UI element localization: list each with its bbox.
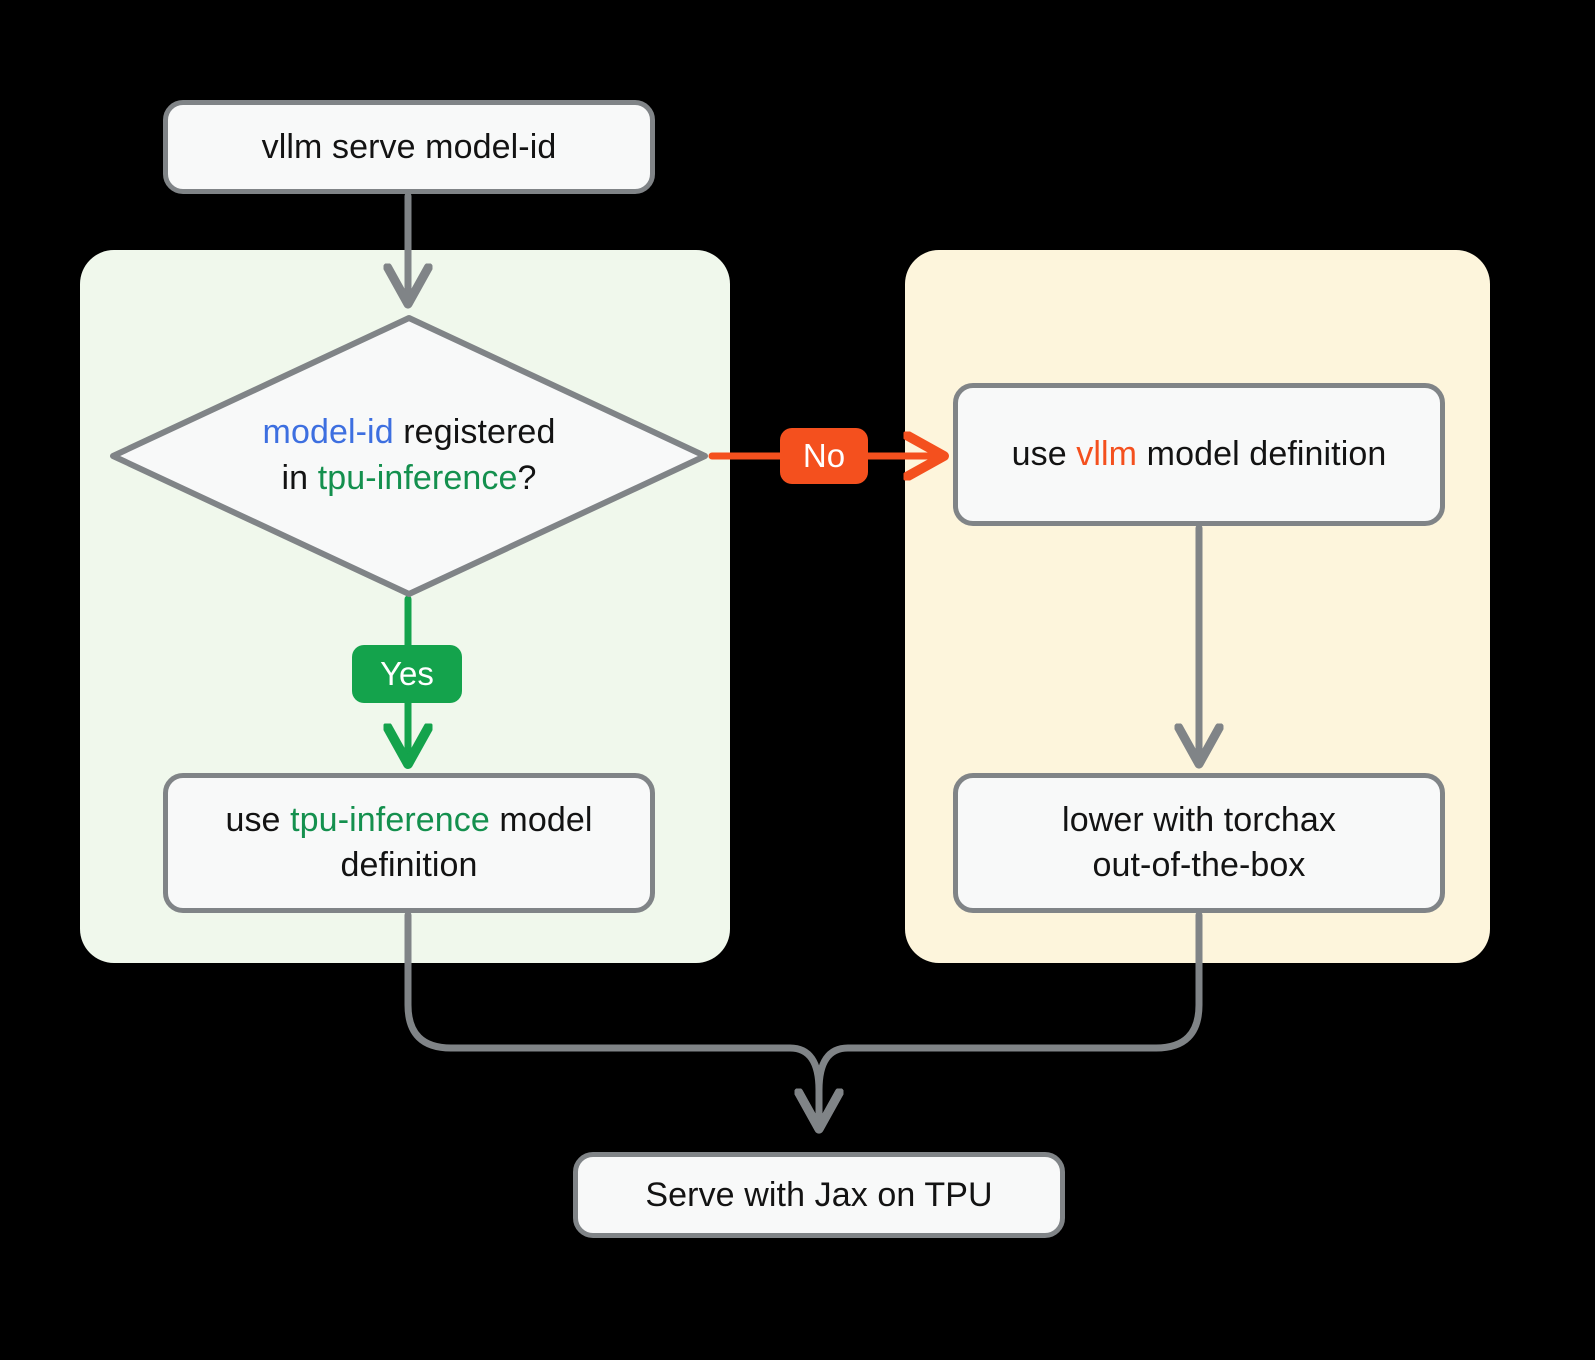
node-end-label: Serve with Jax on TPU [645, 1175, 993, 1214]
node-use-tpu-inference-model-definition[interactable]: use tpu-inference model definition [163, 773, 655, 913]
right-top-suffix: model definition [1137, 435, 1387, 474]
right-bottom-line1: lower with torchax [1062, 801, 1336, 840]
decision-line2-suffix: ? [517, 459, 537, 497]
decision-line2-prefix: in [281, 459, 318, 497]
node-lower-with-torchax[interactable]: lower with torchax out-of-the-box [953, 773, 1445, 913]
node-start-label: vllm serve model-id [261, 127, 557, 166]
edge-label-no-text: No [802, 437, 846, 474]
node-right-top-label: use vllm model definition [1012, 432, 1387, 477]
left-bottom-token: tpu-inference [290, 801, 490, 840]
node-right-bottom-label: lower with torchax out-of-the-box [1062, 798, 1336, 888]
decision-token-model-id: model-id [262, 413, 394, 452]
left-bottom-suffix: model definition [340, 801, 593, 884]
left-bottom-prefix: use [225, 801, 291, 840]
edge-label-no: No [780, 428, 868, 484]
node-use-vllm-model-definition[interactable]: use vllm model definition [953, 383, 1445, 526]
node-serve-with-jax-on-tpu[interactable]: Serve with Jax on TPU [573, 1152, 1065, 1238]
edge-label-yes-text: Yes [380, 655, 434, 692]
decision-line1-rest: registered [393, 413, 556, 452]
edge-label-yes: Yes [352, 645, 462, 703]
diamond-shape [110, 315, 708, 597]
right-top-token: vllm [1076, 435, 1138, 474]
node-start[interactable]: vllm serve model-id [163, 100, 655, 194]
right-bottom-line2: out-of-the-box [1092, 846, 1306, 884]
right-top-prefix: use [1011, 435, 1077, 474]
node-decision-label: model-id registered in tpu-inference? [108, 313, 710, 599]
node-decision[interactable]: model-id registered in tpu-inference? [108, 313, 710, 599]
decision-token-tpu-inference: tpu-inference [317, 459, 518, 497]
node-left-bottom-label: use tpu-inference model definition [186, 798, 632, 888]
